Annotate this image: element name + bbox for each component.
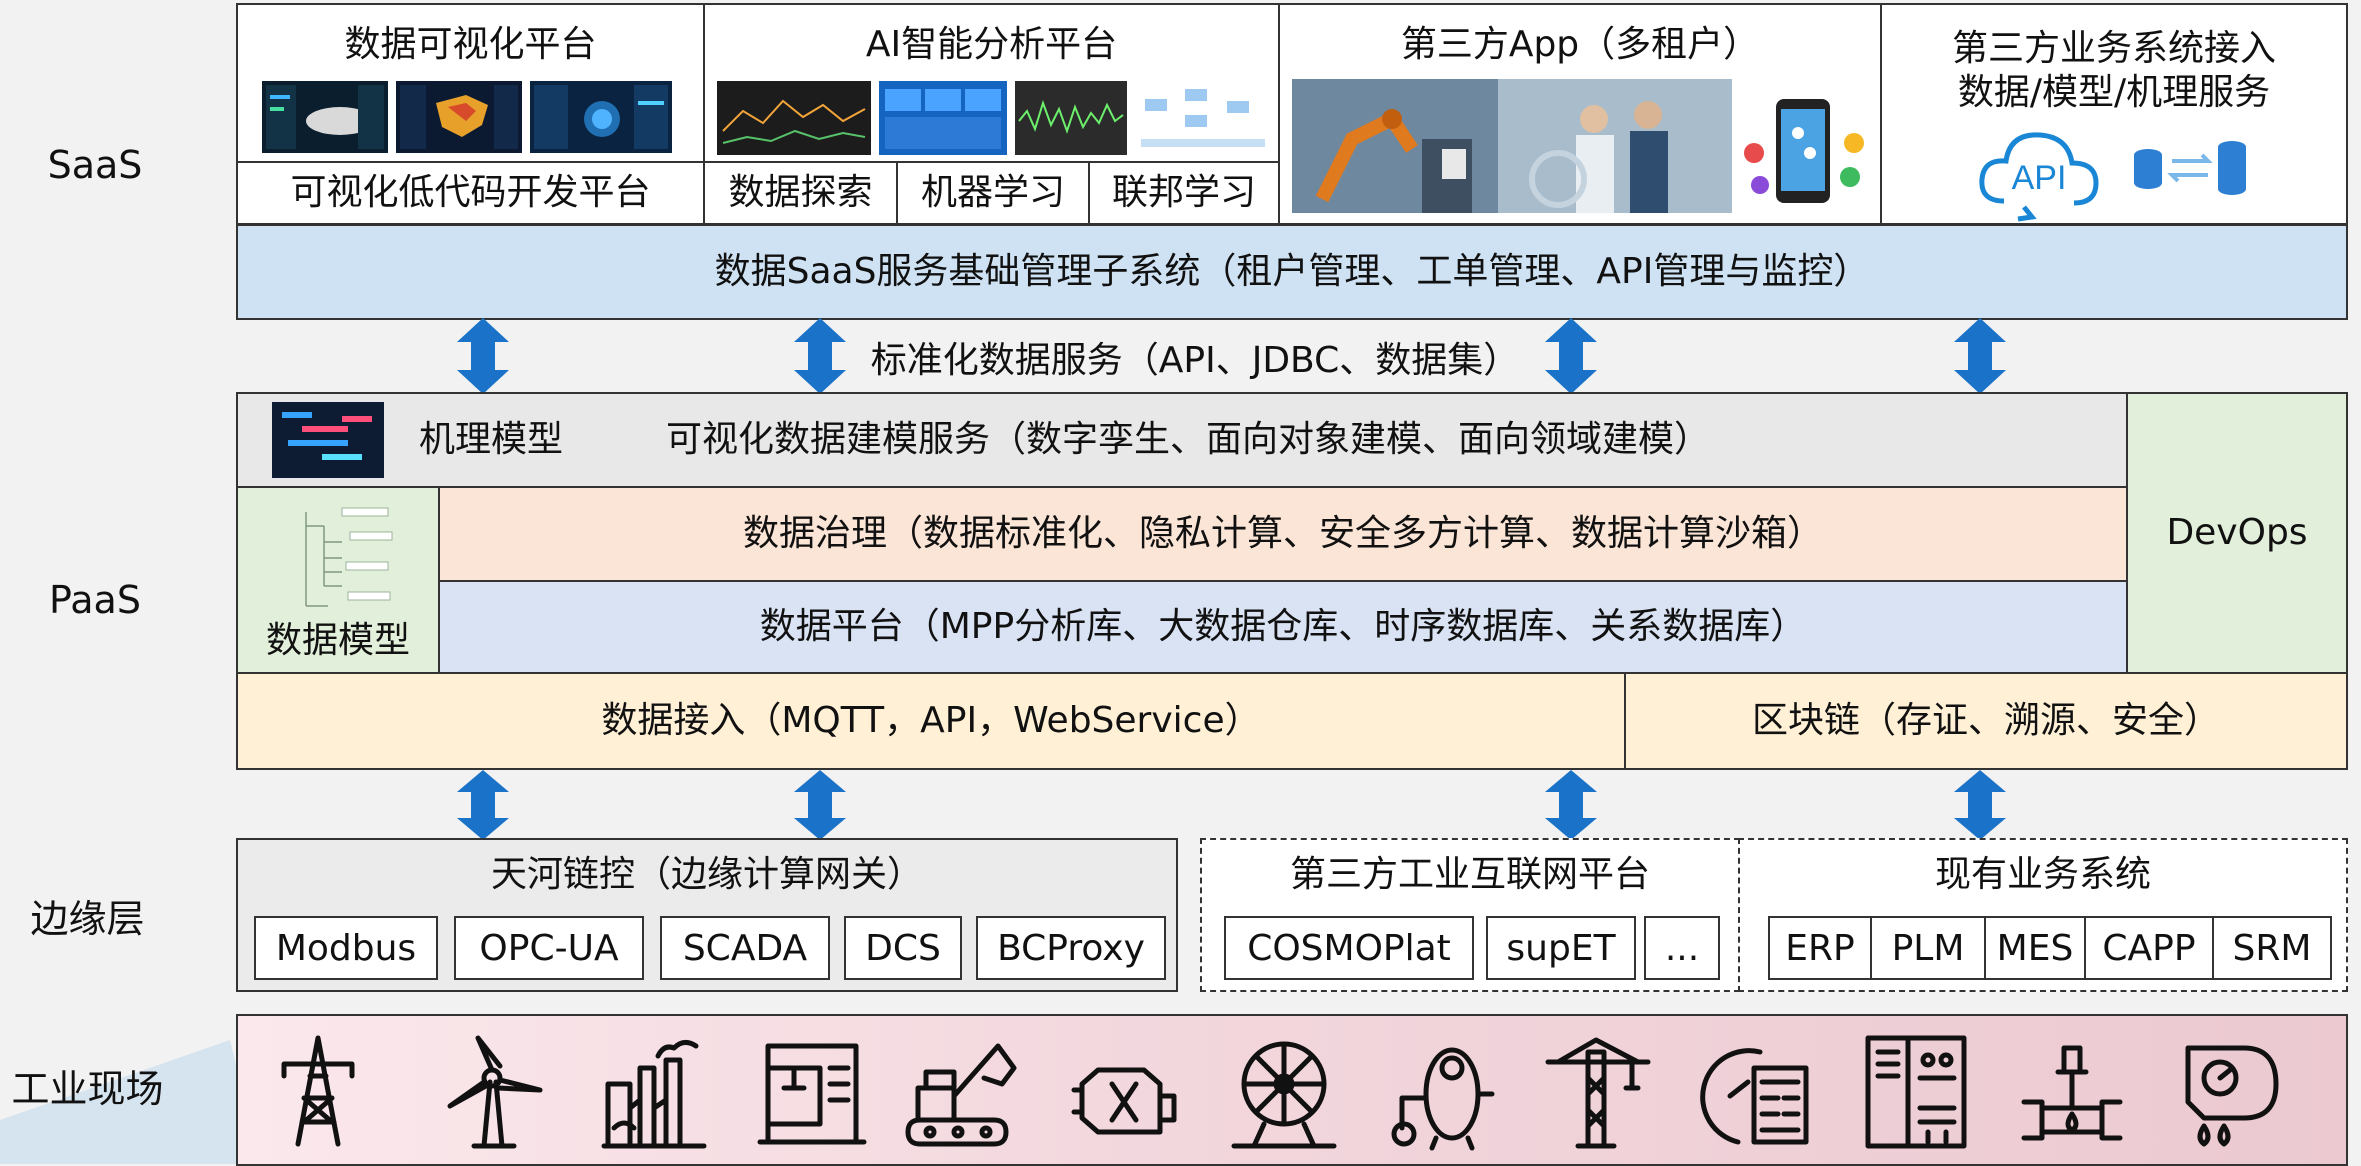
power-tower-icon bbox=[281, 1035, 355, 1147]
lowcode-platform: 可视化低代码开发平台 bbox=[236, 161, 705, 225]
double-arrow-icon bbox=[1545, 770, 1597, 840]
standard-data-service: 标准化数据服务（API、JDBC、数据集） bbox=[870, 340, 1520, 381]
third-party-iiot-panel: 第三方工业互联网平台 COSMOPlat supET ... bbox=[1200, 838, 1740, 992]
system-chip-erp: ERP bbox=[1768, 916, 1872, 980]
third-party-biz-panel: 第三方业务系统接入 数据/模型/机理服务 API bbox=[1880, 3, 2348, 225]
data-governance: 数据治理（数据标准化、隐私计算、安全多方计算、数据计算沙箱） bbox=[438, 486, 2128, 582]
double-arrow-icon bbox=[457, 770, 509, 840]
layer-label-saas: SaaS bbox=[47, 143, 143, 187]
double-arrow-icon bbox=[794, 318, 846, 394]
analytics-thumbnail bbox=[717, 81, 871, 155]
system-chip-mes: MES bbox=[1984, 916, 2086, 980]
platform-chip-cosmoplat: COSMOPlat bbox=[1224, 916, 1474, 980]
tab-federated-learning: 联邦学习 bbox=[1088, 161, 1280, 225]
tianhe-gateway-title: 天河链控（边缘计算网关） bbox=[490, 854, 923, 895]
double-arrow-icon bbox=[1545, 318, 1597, 394]
flow-thumbnail bbox=[1135, 81, 1271, 155]
layer-label-field: 工业现场 bbox=[11, 1066, 164, 1111]
double-arrow-icon bbox=[1954, 318, 2006, 394]
existing-business-panel: 现有业务系统 ERP PLM MES CAPP SRM bbox=[1738, 838, 2348, 992]
platform-chip-supet: supET bbox=[1486, 916, 1636, 980]
third-party-iiot-title: 第三方工业互联网平台 bbox=[1289, 854, 1650, 895]
turbine-icon bbox=[1231, 1041, 1337, 1149]
protocol-chip-modbus: Modbus bbox=[254, 916, 438, 980]
blockchain: 区块链（存证、溯源、安全） bbox=[1624, 672, 2348, 770]
double-arrow-icon bbox=[794, 770, 846, 840]
industrial-equipment-icons bbox=[281, 1035, 2279, 1151]
analytics-thumbnail bbox=[1015, 81, 1127, 155]
data-platform: 数据平台（MPP分析库、大数据仓库、时序数据库、关系数据库） bbox=[438, 580, 2128, 674]
saas-base-management: 数据SaaS服务基础管理子系统（租户管理、工单管理、API管理与监控） bbox=[236, 224, 2348, 320]
excavator-icon bbox=[905, 1043, 1017, 1147]
system-chip-plm: PLM bbox=[1870, 916, 1986, 980]
ai-platform-title: AI智能分析平台 bbox=[865, 24, 1118, 65]
mobile-app-icon bbox=[1738, 93, 1870, 213]
third-party-app-title: 第三方App（多租户） bbox=[1400, 24, 1760, 65]
devops: DevOps bbox=[2126, 392, 2348, 674]
layer-label-edge: 边缘层 bbox=[30, 896, 145, 941]
visual-modeling-service: 可视化数据建模服务（数字孪生、面向对象建模、面向领域建模） bbox=[665, 419, 1710, 460]
industrial-field-panel bbox=[236, 1014, 2348, 1166]
mechanism-model-label: 机理模型 bbox=[418, 419, 563, 460]
system-chip-capp: CAPP bbox=[2084, 916, 2214, 980]
dashboard-thumbnail bbox=[530, 81, 672, 153]
layer-label-paas: PaaS bbox=[49, 578, 141, 622]
third-party-biz-title-line2: 数据/模型/机理服务 bbox=[1957, 72, 2271, 113]
third-party-biz-title-line1: 第三方业务系统接入 bbox=[1951, 28, 2276, 69]
data-ingest: 数据接入（MQTT，API，WebService） bbox=[236, 672, 1626, 770]
data-model-label: 数据模型 bbox=[265, 620, 410, 661]
third-party-app-panel: 第三方App（多租户） bbox=[1278, 3, 1882, 225]
protocol-chip-scada: SCADA bbox=[660, 916, 830, 980]
modeling-service-row: 机理模型 可视化数据建模服务（数字孪生、面向对象建模、面向领域建模） bbox=[236, 392, 2128, 488]
control-cabinet-icon bbox=[1865, 1035, 1967, 1149]
tab-data-exploration: 数据探索 bbox=[703, 161, 898, 225]
tower-crane-icon bbox=[1545, 1037, 1651, 1149]
protocol-chip-opc-ua: OPC-UA bbox=[454, 916, 644, 980]
decorative-wedge bbox=[0, 1040, 260, 1164]
industrial-robot-photo bbox=[1292, 79, 1498, 213]
factory-icon bbox=[601, 1040, 707, 1149]
data-model-panel: 数据模型 bbox=[236, 486, 440, 674]
protocol-chip-dcs: DCS bbox=[844, 916, 962, 980]
viz-platform-panel: 数据可视化平台 bbox=[236, 3, 705, 163]
valve-icon bbox=[2021, 1045, 2123, 1141]
double-arrow-icon bbox=[1954, 770, 2006, 840]
dashboard-thumbnail bbox=[396, 81, 522, 153]
meter-panel-icon bbox=[1700, 1048, 1809, 1145]
database-sync-icon bbox=[2134, 141, 2246, 195]
data-model-tree-icon bbox=[305, 507, 393, 607]
existing-business-title: 现有业务系统 bbox=[1934, 854, 2151, 895]
wind-turbine-icon bbox=[447, 1035, 543, 1149]
api-icon-text: API bbox=[2012, 159, 2067, 197]
system-chip-srm: SRM bbox=[2212, 916, 2332, 980]
tianhe-gateway-panel: 天河链控（边缘计算网关） Modbus OPC-UA SCADA DCS BCP… bbox=[236, 838, 1178, 992]
protocol-chip-bcproxy: BCProxy bbox=[976, 916, 1166, 980]
analytics-thumbnail bbox=[879, 81, 1007, 155]
ai-platform-panel: AI智能分析平台 bbox=[703, 3, 1280, 163]
mechanism-model-thumbnail bbox=[272, 402, 384, 478]
cnc-machine-icon bbox=[757, 1043, 867, 1145]
engine-icon bbox=[1071, 1067, 1177, 1135]
api-cloud-icon: API bbox=[1979, 132, 2099, 222]
double-arrow-icon bbox=[457, 318, 509, 394]
compressor-icon bbox=[1391, 1047, 1495, 1151]
engineers-photo bbox=[1498, 79, 1732, 213]
tab-machine-learning: 机器学习 bbox=[896, 161, 1090, 225]
viz-platform-title: 数据可视化平台 bbox=[344, 24, 597, 65]
platform-chip-more: ... bbox=[1644, 916, 1720, 980]
dashboard-thumbnail bbox=[262, 81, 388, 153]
pump-gauge-icon bbox=[2185, 1045, 2279, 1147]
